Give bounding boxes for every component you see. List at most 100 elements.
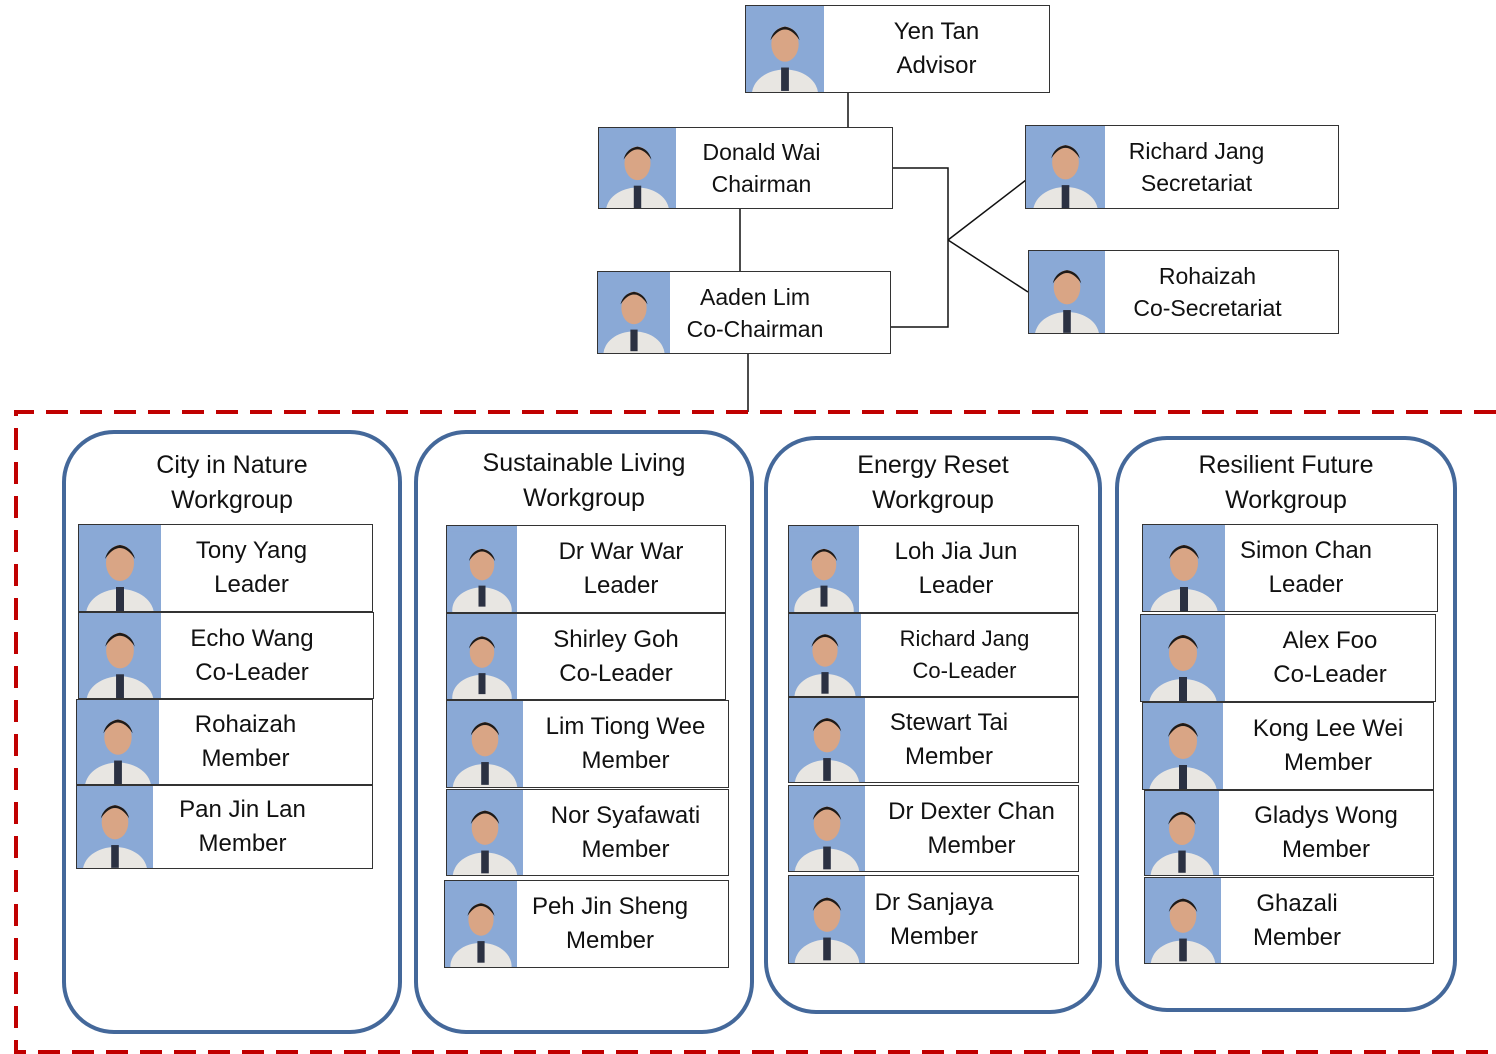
member-role: Leader (583, 572, 659, 599)
member-name: Richard Jang (1128, 138, 1265, 164)
member-role: Member (1252, 923, 1342, 951)
workgroup-title: City in Nature (156, 451, 308, 479)
cochairman-card: Aaden Lim Co-Chairman (597, 271, 891, 354)
member-name: Pan Jin Lan (179, 796, 306, 823)
cochairman-photo (598, 272, 670, 353)
member-name: Dr Dexter Chan (888, 797, 1055, 825)
workgroup-subtitle: Workgroup (171, 486, 293, 514)
member-name: Tony Yang (195, 537, 308, 564)
member-name: Aaden Lim (700, 283, 810, 310)
dashed-boundary (14, 410, 1496, 1054)
member-photo (445, 881, 517, 967)
member-name: Ghazali (1256, 889, 1338, 917)
member-role: Member (581, 835, 670, 863)
workgroup-subtitle: Workgroup (523, 484, 645, 512)
workgroup-sustainable-living: Sustainable Living Workgroup (414, 430, 754, 1034)
member-photo (1145, 791, 1219, 875)
member-role: Leader (918, 572, 994, 599)
member-role: Member (1283, 749, 1373, 776)
member-name: Dr War War (558, 538, 684, 565)
cosecretariat-photo (1029, 251, 1105, 333)
member-photo (447, 701, 523, 787)
member-role: Chairman (711, 171, 812, 197)
workgroup-subtitle: Workgroup (1225, 486, 1347, 514)
member-name: Rohaizah (1158, 263, 1257, 289)
workgroup-title: Energy Reset (857, 451, 1009, 479)
member-name: Shirley Goh (553, 625, 679, 653)
secretariat-card: Richard Jang Secretariat (1025, 125, 1339, 209)
member-photo (1141, 615, 1225, 701)
member-name: Peh Jin Sheng (531, 893, 689, 920)
member-role: Advisor (896, 52, 977, 79)
secretariat-photo (1026, 126, 1105, 208)
member-photo (447, 614, 517, 699)
member-role: Member (201, 745, 290, 772)
member-role: Leader (1268, 571, 1344, 598)
member-photo (789, 614, 861, 696)
member-role: Co-Leader (559, 659, 673, 687)
member-photo (79, 525, 161, 611)
member-name: Simon Chan (1239, 537, 1373, 564)
member-photo (789, 526, 859, 612)
member-photo (447, 526, 517, 612)
member-name: Gladys Wong (1254, 802, 1398, 829)
member-role: Member (1281, 836, 1371, 863)
member-name: Alex Foo (1282, 627, 1378, 654)
member-name: Richard Jang (899, 626, 1030, 651)
chairman-card: Donald Wai Chairman (598, 127, 893, 209)
member-name: Lim Tiong Wee (545, 713, 706, 740)
workgroup-subtitle: Workgroup (872, 486, 994, 514)
member-name: Yen Tan (893, 18, 980, 45)
member-role: Member (581, 747, 670, 774)
member-role: Member (904, 743, 994, 770)
workgroup-energy-reset: Energy Reset Workgroup (764, 436, 1102, 1014)
member-name: Nor Syafawati (550, 801, 701, 829)
member-name: Stewart Tai (889, 709, 1009, 736)
member-role: Co-Leader (1273, 661, 1387, 688)
member-role: Co-Chairman (686, 315, 824, 342)
member-photo (789, 876, 865, 963)
member-role: Co-Leader (912, 658, 1017, 683)
member-photo (1143, 703, 1223, 789)
advisor-photo (746, 6, 824, 92)
member-photo (77, 700, 159, 784)
member-name: Rohaizah (194, 711, 297, 738)
member-photo (789, 698, 865, 782)
member-role: Co-Leader (195, 658, 309, 686)
member-role: Member (198, 830, 287, 857)
member-photo (1143, 525, 1225, 611)
member-photo (447, 790, 523, 875)
workgroup-city-in-nature: City in Nature Workgroup (62, 430, 402, 1034)
member-photo (1145, 878, 1221, 963)
cosecretariat-card: Rohaizah Co-Secretariat (1028, 250, 1339, 334)
member-name: Dr Sanjaya (874, 888, 994, 916)
member-photo (79, 613, 161, 698)
member-photo (77, 786, 153, 868)
member-name: Echo Wang (190, 624, 314, 652)
chairman-photo (599, 128, 676, 208)
workgroup-resilient-future: Resilient Future Workgroup (1115, 436, 1457, 1012)
member-name: Donald Wai (702, 139, 821, 165)
member-role: Member (927, 831, 1016, 859)
member-role: Secretariat (1140, 170, 1253, 196)
member-photo (789, 786, 865, 871)
member-role: Member (889, 922, 979, 950)
workgroup-title: Resilient Future (1198, 451, 1374, 479)
member-role: Member (565, 927, 655, 954)
